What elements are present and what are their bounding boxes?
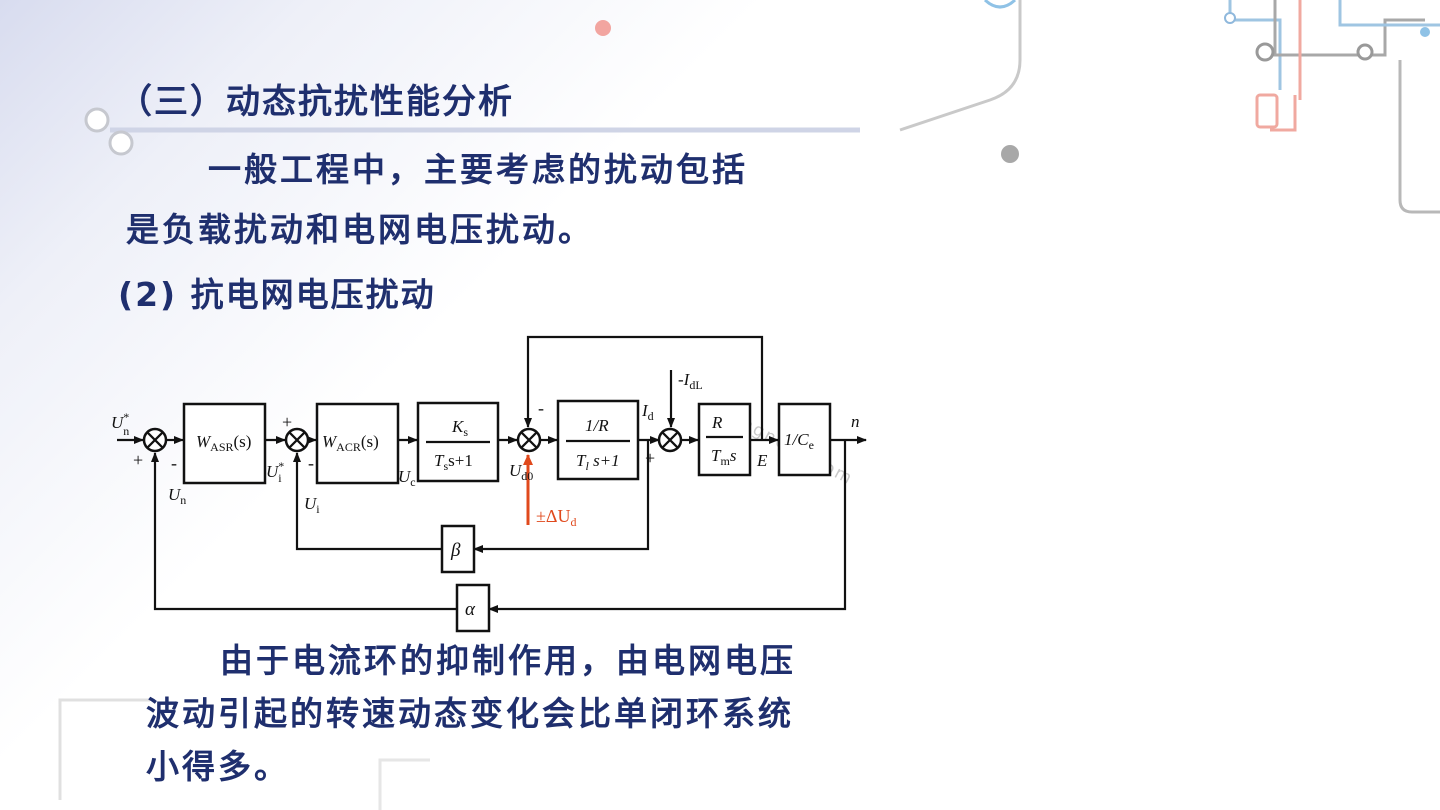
conclusion-paragraph: 由于电流环的抑制作用，由电网电压 波动引起的转速动态变化会比单闭环系统 小得多。 — [146, 634, 796, 793]
svg-text:Tss+1: Tss+1 — [434, 451, 473, 473]
sign-plus-load: + — [645, 448, 655, 468]
svg-text:R: R — [711, 413, 723, 432]
line-beta-feedback — [293, 452, 442, 551]
label-ui-star: U*i — [266, 459, 284, 485]
intro-line-1: 一般工程中，主要考虑的扰动包括 — [208, 150, 748, 189]
line-id-to-beta — [473, 440, 650, 553]
label-e: E — [756, 451, 768, 470]
label-ud0: Ud0 — [509, 461, 533, 483]
svg-text:WACR(s): WACR(s) — [322, 432, 379, 454]
subsection-title: (2) 抗电网电压扰动 — [118, 275, 436, 314]
beta-block: β — [440, 524, 476, 574]
sign-minus-speed: - — [171, 453, 177, 473]
asr-block: WASR(s) — [182, 402, 267, 485]
line-alpha-feedback — [151, 452, 457, 611]
sign-minus-voltage: - — [538, 398, 544, 418]
sign-plus-speed: + — [133, 450, 143, 470]
acr-block: WACR(s) — [315, 402, 400, 485]
sign-plus-current: + — [282, 412, 292, 432]
line-e-feedback — [524, 335, 764, 440]
section-title: （三）动态抗扰性能分析 — [118, 82, 514, 122]
svg-text:Tl s+1: Tl s+1 — [576, 451, 620, 473]
label-ui: Ui — [304, 494, 320, 516]
control-block-diagram: dangnese.com WASR(s) WACR(s — [111, 335, 867, 633]
svg-text:α: α — [465, 599, 476, 620]
sum-junction-load — [657, 427, 683, 453]
sign-minus-current: - — [308, 453, 314, 473]
sum-junction-current — [284, 427, 310, 453]
converter-block: Ks Tss+1 — [416, 401, 500, 483]
svg-text:Ks: Ks — [451, 417, 468, 439]
sum-junction-voltage — [516, 427, 542, 453]
svg-text:Tms: Tms — [711, 446, 737, 468]
label-id: Id — [641, 401, 654, 423]
emf-block: 1/Ce — [777, 402, 832, 477]
armature-block: 1/R Tl s+1 — [556, 399, 640, 481]
mechanical-block: R Tms — [697, 402, 752, 477]
label-voltage-disturbance: ±ΔUd — [536, 506, 576, 529]
svg-text:1/Ce: 1/Ce — [784, 430, 814, 452]
intro-line-2: 是负载扰动和电网电压扰动。 — [126, 210, 594, 249]
sum-junction-speed — [142, 427, 168, 453]
label-idl: -IdL — [678, 370, 703, 392]
svg-text:WASR(s): WASR(s) — [196, 432, 251, 454]
intro-paragraph: 一般工程中，主要考虑的扰动包括 是负载扰动和电网电压扰动。 — [126, 140, 748, 260]
label-uc: Uc — [398, 467, 416, 489]
label-un: Un — [168, 485, 186, 507]
conclusion-line-1: 由于电流环的抑制作用，由电网电压 — [220, 641, 796, 680]
conclusion-line-2: 波动引起的转速动态变化会比单闭环系统 — [146, 694, 794, 733]
label-n: n — [851, 412, 860, 431]
svg-text:β: β — [450, 540, 461, 561]
svg-text:1/R: 1/R — [585, 416, 609, 435]
alpha-block: α — [455, 583, 491, 633]
conclusion-line-3: 小得多。 — [146, 747, 290, 786]
label-un-star: U*n — [111, 410, 129, 438]
line-n-to-alpha — [488, 440, 847, 613]
